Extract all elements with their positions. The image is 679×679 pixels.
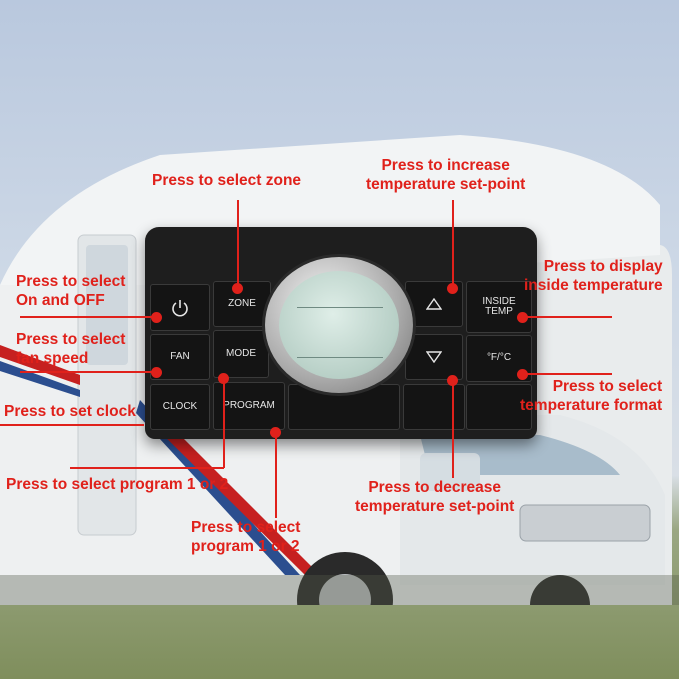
callout-increase-line2: temperature set-point bbox=[366, 175, 526, 193]
decrease-dot bbox=[447, 375, 458, 386]
program-leader-line bbox=[275, 432, 277, 518]
callout-format: Press to select temperature format bbox=[520, 378, 662, 415]
lcd-display bbox=[279, 271, 399, 379]
power-leader-line bbox=[20, 316, 158, 318]
callout-increase: Press to increase temperature set-point bbox=[366, 157, 525, 194]
unit-dot bbox=[517, 369, 528, 380]
callout-fan-line2: fan speed bbox=[16, 349, 89, 367]
callout-format-line1: Press to select bbox=[552, 378, 663, 395]
callout-decrease-line1: Press to decrease bbox=[368, 479, 502, 496]
increase-dot bbox=[447, 283, 458, 294]
lcd-segment-line-bottom bbox=[297, 357, 383, 358]
callout-fan: Press to select fan speed bbox=[16, 331, 125, 368]
callout-display-line1: Press to display bbox=[543, 258, 663, 275]
increase-leader-line bbox=[452, 200, 454, 288]
zone-button-label: ZONE bbox=[228, 297, 256, 309]
callout-display: Press to display inside temperature bbox=[524, 258, 663, 295]
program-button[interactable]: PROGRAM bbox=[213, 382, 285, 430]
clock-leader-line bbox=[0, 424, 144, 426]
decrease-button[interactable] bbox=[405, 334, 463, 380]
lcd-segment-line-top bbox=[297, 307, 383, 308]
callout-display-line2: inside temperature bbox=[524, 276, 663, 294]
program-button-label: PROGRAM bbox=[223, 399, 275, 411]
callout-clock: Press to set clock bbox=[4, 403, 136, 420]
fan-button-label: FAN bbox=[170, 350, 190, 362]
callout-power-line1: Press to select bbox=[16, 273, 126, 290]
callout-decrease: Press to decrease temperature set-point bbox=[355, 479, 514, 516]
fan-leader-line bbox=[20, 371, 158, 373]
mode-dot bbox=[218, 373, 229, 384]
blank-button-right-b[interactable] bbox=[466, 384, 532, 430]
down-triangle-icon bbox=[426, 351, 442, 363]
up-triangle-icon bbox=[426, 298, 442, 310]
callout-increase-line1: Press to increase bbox=[381, 157, 510, 174]
callout-program-left: Press to select program 1 or 2 bbox=[6, 476, 229, 493]
callout-power-line2: On and OFF bbox=[16, 291, 105, 309]
callout-power: Press to select On and OFF bbox=[16, 273, 125, 310]
clock-button[interactable]: CLOCK bbox=[150, 384, 210, 430]
inside-temp-leader-line bbox=[522, 316, 612, 318]
mode-button[interactable]: MODE bbox=[213, 330, 269, 378]
blank-button-right-a[interactable] bbox=[403, 384, 465, 430]
fan-button[interactable]: FAN bbox=[150, 334, 210, 380]
callout-fan-line1: Press to select bbox=[16, 331, 126, 348]
inside-temp-button[interactable]: INSIDE TEMP bbox=[466, 281, 532, 333]
unit-leader-line bbox=[522, 373, 612, 375]
mode-leader-line bbox=[223, 378, 225, 468]
inside-temp-dot bbox=[517, 312, 528, 323]
callout-decrease-line2: temperature set-point bbox=[355, 497, 515, 515]
zone-leader-line bbox=[237, 200, 239, 288]
fan-dot bbox=[151, 367, 162, 378]
callout-program: Press to select program 1 or 2 bbox=[191, 519, 300, 556]
inside-temp-label-1: INSIDE bbox=[482, 295, 516, 307]
power-button[interactable] bbox=[150, 284, 210, 331]
inside-temp-label-2: TEMP bbox=[485, 306, 513, 317]
zone-dot bbox=[232, 283, 243, 294]
mode-button-label: MODE bbox=[226, 347, 256, 359]
power-dot bbox=[151, 312, 162, 323]
callout-program-line2: program 1 or 2 bbox=[191, 537, 300, 555]
clock-button-label: CLOCK bbox=[162, 400, 198, 412]
mode-horizontal-line bbox=[70, 467, 224, 469]
power-icon bbox=[172, 299, 188, 316]
callout-select-zone: Press to select zone bbox=[152, 172, 302, 189]
decrease-leader-line bbox=[452, 380, 454, 478]
program-dot bbox=[270, 427, 281, 438]
callout-program-line1: Press to select bbox=[191, 519, 301, 536]
unit-toggle-label: °F/°C bbox=[486, 352, 512, 364]
callout-format-line2: temperature format bbox=[520, 396, 663, 414]
